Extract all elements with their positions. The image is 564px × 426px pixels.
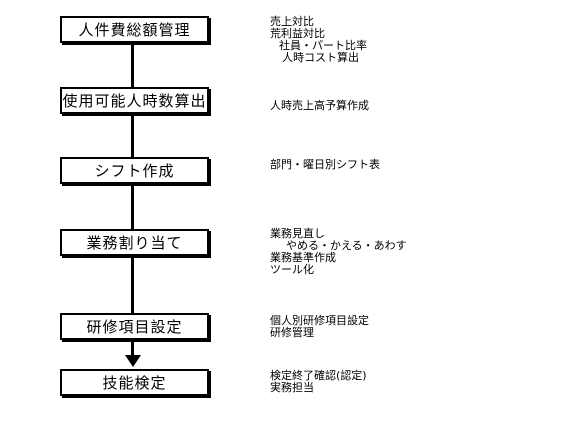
step-label: 使用可能人時数算出 (62, 92, 207, 110)
note-line: 業務見直し (270, 227, 325, 240)
note-line: 検定終了確認(認定) (270, 369, 367, 382)
note-line: 売上対比 (270, 15, 314, 28)
note-line: 部門・曜日別シフト表 (270, 158, 380, 171)
step-box-labor-cost-management: 人件費総額管理 (60, 16, 209, 43)
note-line: 実務担当 (270, 381, 314, 394)
note-line: ツール化 (270, 263, 314, 276)
note-line: 個人別研修項目設定 (270, 314, 369, 327)
note-line: やめる・かえる・あわす (286, 239, 407, 252)
step-box-training-setup: 研修項目設定 (60, 313, 209, 340)
note-task-assignment: 業務見直し やめる・かえる・あわす 業務基準作成 ツール化 (270, 228, 407, 276)
note-line: 社員・パート比率 (279, 39, 367, 52)
note-shift-creation: 部門・曜日別シフト表 (270, 159, 380, 171)
step-box-task-assignment: 業務割り当て (60, 229, 209, 256)
note-line: 人時コスト算出 (282, 51, 359, 64)
note-line: 業務基準作成 (270, 251, 336, 264)
note-training-setup: 個人別研修項目設定 研修管理 (270, 315, 369, 339)
flow-connector-line (131, 28, 134, 358)
step-box-available-man-hours: 使用可能人時数算出 (60, 87, 209, 114)
step-label: 技能検定 (102, 374, 167, 392)
note-labor-cost-management: 売上対比 荒利益対比 社員・パート比率 人時コスト算出 (270, 16, 367, 64)
note-skill-certification: 検定終了確認(認定) 実務担当 (270, 370, 367, 394)
note-line: 荒利益対比 (270, 27, 325, 40)
step-label: 研修項目設定 (86, 318, 183, 336)
step-box-shift-creation: シフト作成 (60, 157, 209, 184)
note-line: 人時売上高予算作成 (270, 99, 369, 112)
flow-arrowhead (125, 355, 141, 367)
step-label: シフト作成 (94, 162, 175, 180)
step-box-skill-certification: 技能検定 (60, 369, 209, 396)
step-label: 業務割り当て (86, 234, 183, 252)
step-label: 人件費総額管理 (78, 21, 191, 39)
note-available-man-hours: 人時売上高予算作成 (270, 100, 369, 112)
note-line: 研修管理 (270, 326, 314, 339)
